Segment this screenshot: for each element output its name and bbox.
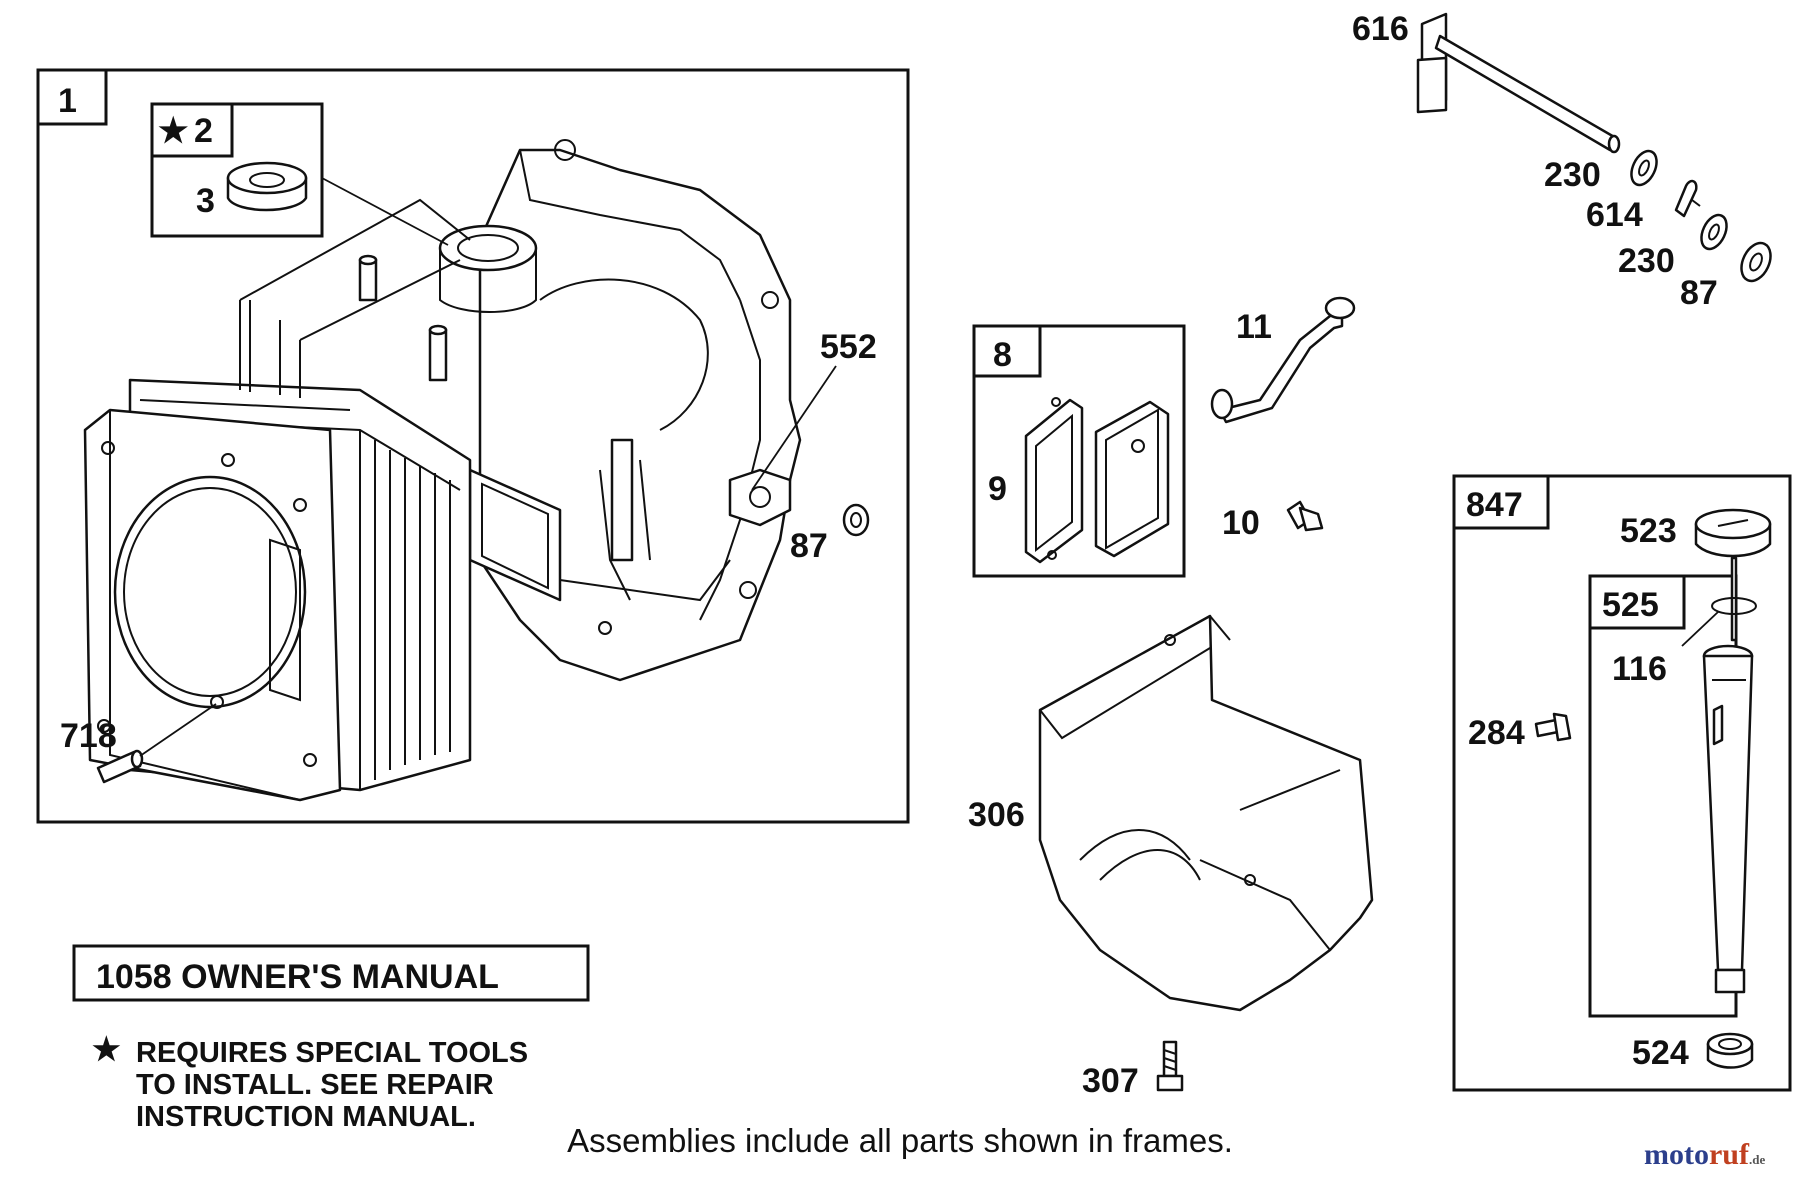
oil-seal bbox=[226, 161, 308, 212]
screw-284 bbox=[1534, 712, 1572, 742]
hitch-pin bbox=[1674, 179, 1698, 218]
blower-housing bbox=[1038, 614, 1374, 1012]
frame-dipstick-assy: 847 525 bbox=[1452, 474, 1792, 1092]
owners-manual-label: 1058 OWNER'S MANUAL bbox=[96, 958, 499, 996]
part-label-9: 9 bbox=[988, 470, 1007, 508]
part-label-524: 524 bbox=[1632, 1034, 1689, 1072]
note-line-3: INSTRUCTION MANUAL. bbox=[136, 1101, 476, 1133]
part-label-307: 307 bbox=[1082, 1062, 1139, 1100]
washer-87-block bbox=[842, 503, 870, 537]
gasket bbox=[1024, 397, 1084, 564]
screw-10 bbox=[1286, 500, 1324, 532]
part-label-10: 10 bbox=[1222, 504, 1260, 542]
part-label-11: 11 bbox=[1236, 308, 1272, 346]
part-label-230-b: 230 bbox=[1618, 242, 1675, 280]
note-line-2: TO INSTALL. SEE REPAIR bbox=[136, 1069, 494, 1101]
frame-short-block: 1 bbox=[36, 68, 910, 824]
dipstick-tube bbox=[1702, 644, 1754, 994]
watermark-logo: motoruf.de bbox=[1644, 1138, 1765, 1172]
frame-label-2: 2 bbox=[194, 112, 213, 150]
part-label-718: 718 bbox=[60, 717, 117, 755]
screw-307 bbox=[1156, 1040, 1184, 1092]
dipstick-cap bbox=[1694, 508, 1772, 642]
frame-label-2-star: ★ bbox=[158, 112, 188, 150]
frame-label-1: 1 bbox=[58, 82, 77, 120]
washer-230-b bbox=[1700, 213, 1728, 251]
frame-gasket-set: 8 9 bbox=[972, 324, 1186, 578]
part-label-3: 3 bbox=[196, 182, 215, 220]
footer-note: Assemblies include all parts shown in fr… bbox=[567, 1122, 1233, 1159]
part-label-306: 306 bbox=[968, 796, 1025, 834]
part-label-552: 552 bbox=[820, 328, 877, 366]
part-label-616: 616 bbox=[1352, 10, 1409, 48]
breather-tube bbox=[1210, 296, 1356, 424]
part-label-230-a: 230 bbox=[1544, 156, 1601, 194]
special-tools-note: ★ REQUIRES SPECIAL TOOLS TO INSTALL. SEE… bbox=[92, 1031, 528, 1133]
governor-shaft bbox=[1416, 12, 1621, 154]
part-label-523: 523 bbox=[1620, 512, 1677, 550]
cylinder-block bbox=[83, 139, 802, 802]
o-ring bbox=[1711, 597, 1757, 615]
breather-cover bbox=[1094, 400, 1170, 558]
frame-label-8: 8 bbox=[993, 336, 1012, 374]
watermark-c: .de bbox=[1748, 1152, 1766, 1167]
watermark-a: moto bbox=[1644, 1138, 1709, 1171]
frame-bearing-kit: ★ 2 3 bbox=[150, 102, 324, 238]
note-line-1: REQUIRES SPECIAL TOOLS bbox=[136, 1037, 528, 1069]
owners-manual-box: 1058 OWNER'S MANUAL bbox=[72, 944, 590, 1002]
dowel-pin bbox=[96, 749, 144, 784]
part-label-87-block: 87 bbox=[790, 527, 828, 565]
part-label-284: 284 bbox=[1468, 714, 1525, 752]
plug-524 bbox=[1706, 1032, 1754, 1069]
note-star: ★ bbox=[92, 1031, 121, 1067]
washer-230-a bbox=[1630, 149, 1658, 187]
part-label-116: 116 bbox=[1612, 650, 1667, 688]
frame-label-525: 525 bbox=[1602, 586, 1659, 624]
part-label-87-shaft: 87 bbox=[1680, 274, 1718, 312]
part-label-614: 614 bbox=[1586, 196, 1643, 234]
frame-label-847: 847 bbox=[1466, 486, 1523, 524]
watermark-b: ruf bbox=[1708, 1138, 1749, 1171]
washer-87-shaft bbox=[1740, 241, 1772, 283]
